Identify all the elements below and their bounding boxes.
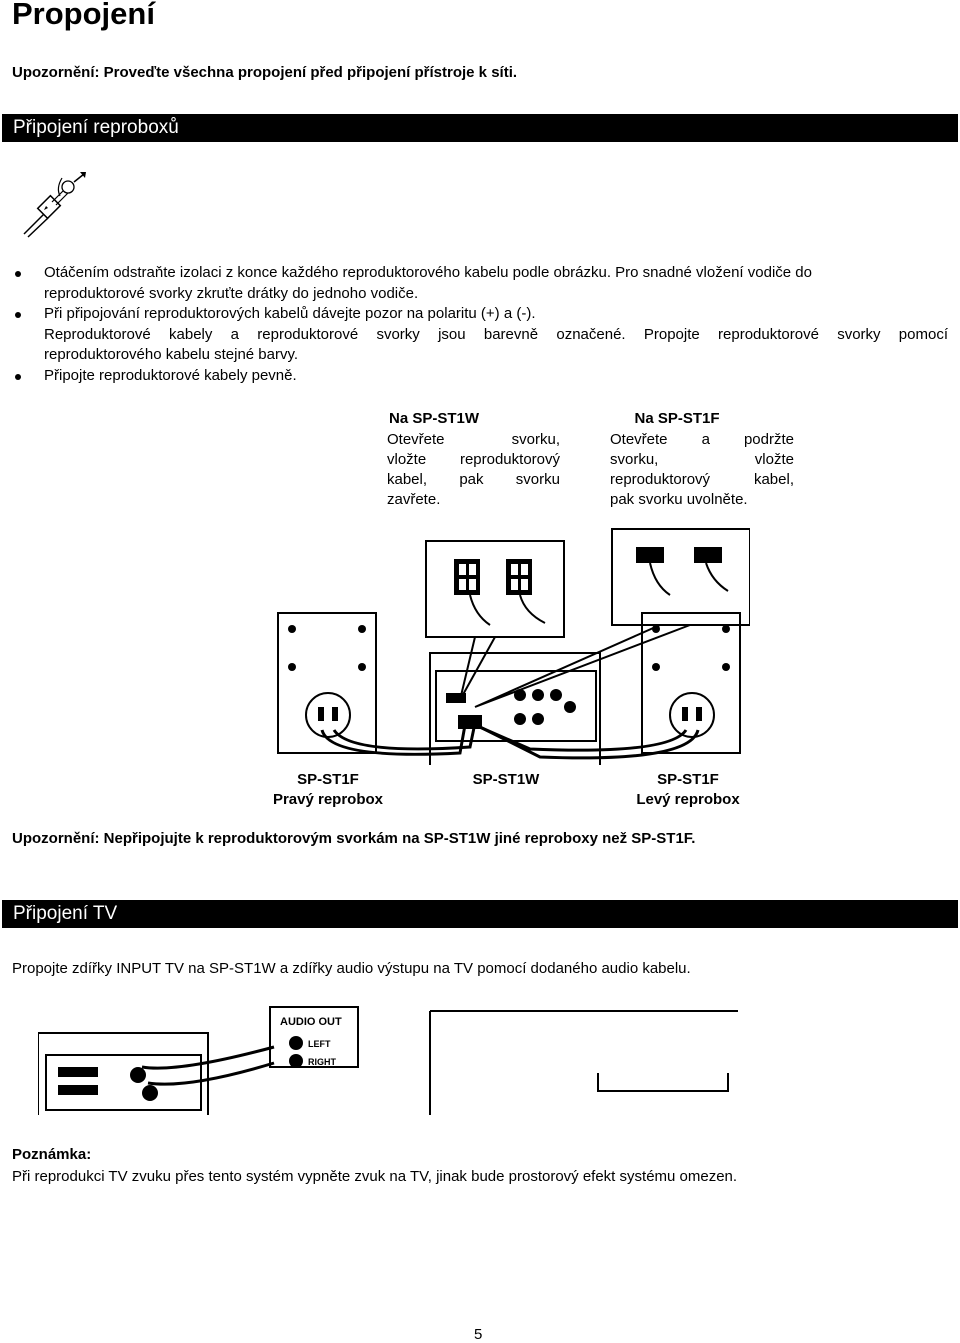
bullet-icon xyxy=(15,312,21,318)
main-unit-rear-panel xyxy=(435,670,597,742)
warning-speaker-compatibility: Upozornění: Nepřipojujte k reproduktorov… xyxy=(12,830,696,847)
sp-st1f-heading: Na SP-ST1F xyxy=(634,410,720,427)
speaker-instructions-list: Otáčením odstraňte izolaci z konce každé… xyxy=(12,263,948,386)
speaker-connection-diagram xyxy=(277,528,750,765)
list-item: Při připojování reproduktorových kabelů … xyxy=(12,304,948,366)
note-text: Při reprodukci TV zvuku přes tento systé… xyxy=(12,1168,738,1185)
cable-stripping-illustration xyxy=(23,172,86,238)
bullet-icon xyxy=(15,373,21,380)
right-speaker-box xyxy=(277,612,377,754)
left-jack-label: LEFT xyxy=(308,1039,331,1049)
sp-st1w-heading: Na SP-ST1W xyxy=(388,410,479,427)
section-heading-speakers: Připojení reproboxů xyxy=(2,114,958,142)
tv-outline xyxy=(597,1073,729,1092)
audio-out-panel xyxy=(269,1006,359,1068)
right-jack-label: RIGHT xyxy=(308,1057,337,1067)
left-speaker-box xyxy=(641,612,741,754)
tv-connection-diagram: AUDIO OUT LEFT RIGHT xyxy=(38,1006,738,1115)
sp-st1f-instructions: Otevřete a podržte svorku, vložte reprod… xyxy=(610,431,794,508)
main-unit-outline xyxy=(38,1032,209,1115)
warning-connect-before-power: Upozornění: Proveďte všechna propojení p… xyxy=(12,64,518,81)
note-heading: Poznámka: xyxy=(12,1146,92,1163)
page-number: 5 xyxy=(474,1326,483,1343)
right-speaker-label: SP-ST1F Pravý reprobox xyxy=(272,771,384,808)
list-item: Otáčením odstraňte izolaci z konce každé… xyxy=(12,263,948,304)
main-unit-label: SP-ST1W xyxy=(472,771,540,788)
left-speaker-label: SP-ST1F Levý reprobox xyxy=(636,771,740,808)
sp-st1w-instructions: Otevřete svorku, vložte reproduktorový k… xyxy=(387,431,560,508)
page-title: Propojení xyxy=(12,0,155,31)
bullet-icon xyxy=(15,271,21,277)
section-heading-tv: Připojení TV xyxy=(2,900,958,928)
tv-connection-text: Propojte zdířky INPUT TV na SP-ST1W a zd… xyxy=(12,960,691,977)
audio-out-label: AUDIO OUT xyxy=(280,1016,342,1028)
sp-st1f-terminal-callout xyxy=(611,528,750,626)
list-item: Připojte reproduktorové kabely pevně. xyxy=(12,366,948,387)
